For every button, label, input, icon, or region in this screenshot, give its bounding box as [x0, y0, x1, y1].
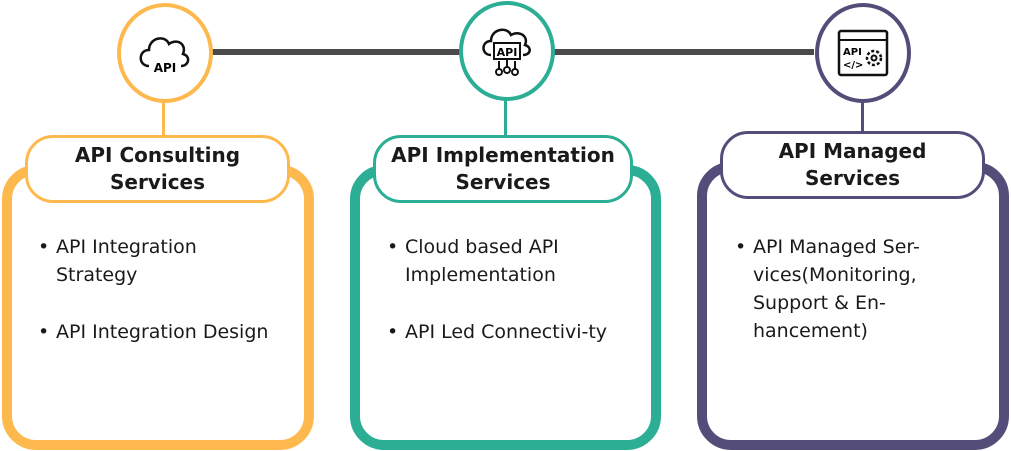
svg-text:</>: </> [843, 60, 863, 71]
stem-implementation [504, 96, 507, 138]
consulting-list: API Integration Strategy API Integration… [38, 233, 271, 375]
title-line: API Implementation [391, 143, 615, 167]
consulting-box [2, 165, 314, 450]
list-item: API Integration Strategy [38, 233, 271, 289]
title-line: Services [109, 170, 206, 194]
cloud-api-network-icon: API [482, 28, 531, 76]
title-line: API Consulting [74, 143, 241, 167]
stem-consulting [162, 96, 165, 138]
stem-managed [861, 96, 864, 134]
cloud-api-icon: API [139, 37, 190, 75]
managed-list: API Managed Ser-vices(Monitoring, Suppor… [735, 233, 973, 374]
consulting-icon-circle: API [117, 3, 213, 103]
title-line: Services [804, 166, 901, 190]
title-line: Services [455, 170, 551, 194]
list-item: API Managed Ser-vices(Monitoring, Suppor… [735, 233, 973, 345]
implementation-list: Cloud based API Implementation API Led C… [387, 233, 635, 375]
list-item: API Led Connectivi-ty [387, 318, 635, 346]
svg-text:API: API [843, 47, 862, 58]
implementation-box [350, 165, 661, 450]
svg-text:API: API [497, 46, 518, 59]
api-window-gear-icon: API </> [837, 29, 889, 77]
managed-icon-circle: API </> [815, 3, 911, 103]
title-line: API Managed [778, 139, 927, 163]
implementation-icon-circle: API [459, 1, 555, 101]
list-item: API Integration Design [38, 318, 271, 346]
svg-text:API: API [154, 61, 177, 75]
list-item: Cloud based API Implementation [387, 233, 635, 289]
